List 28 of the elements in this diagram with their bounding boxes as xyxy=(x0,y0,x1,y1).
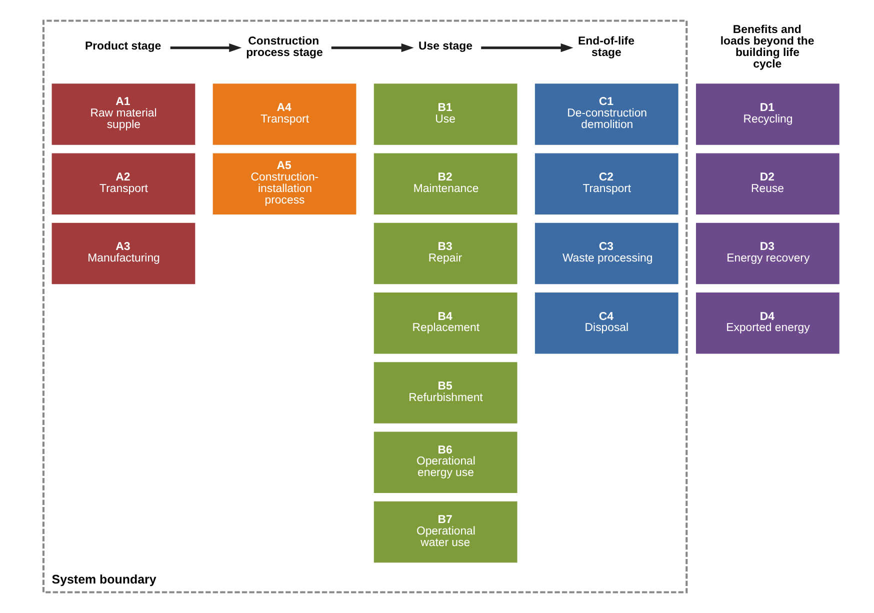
node-box: C4 Disposal xyxy=(534,292,678,354)
node-box: B5 Refurbishment xyxy=(374,362,518,424)
node-box: A4 Transport xyxy=(212,84,356,145)
arrow xyxy=(481,43,574,52)
node-box: C3 Waste processing xyxy=(534,222,678,284)
node-box: B2 Maintenance xyxy=(374,153,518,215)
node-box: B3 Repair xyxy=(374,222,518,284)
node-box: B7 Operational water use xyxy=(374,501,518,563)
node-text: Use stage xyxy=(418,40,472,53)
label: Benefits and loads beyond the building life cycle xyxy=(720,24,814,70)
node-box: B1 Use xyxy=(374,84,518,145)
node-box: D4 Exported energy xyxy=(696,292,840,354)
node-box: A1 Raw material supple xyxy=(52,84,196,145)
node-box: A3 Manufacturing xyxy=(52,222,196,284)
arrow xyxy=(331,43,414,52)
node-box: D3 Energy recovery xyxy=(696,222,840,284)
node-box: D2 Reuse xyxy=(696,153,840,215)
node-text: Product stage xyxy=(85,40,162,53)
node-text: Construction process stage xyxy=(246,35,323,59)
node-box: B6 Operational energy use xyxy=(374,432,518,493)
node-box: C1 De-construction demolition xyxy=(534,84,678,145)
node-box: D1 Recycling xyxy=(696,84,840,145)
node-box: A5 Construction-installation process xyxy=(212,153,356,215)
arrow xyxy=(170,43,242,52)
node-box: A2 Transport xyxy=(52,153,196,215)
node-box: B4 Replacement xyxy=(374,292,518,354)
node-text: End-of-life stage xyxy=(578,35,634,59)
node-box: C2 Transport xyxy=(534,153,678,215)
